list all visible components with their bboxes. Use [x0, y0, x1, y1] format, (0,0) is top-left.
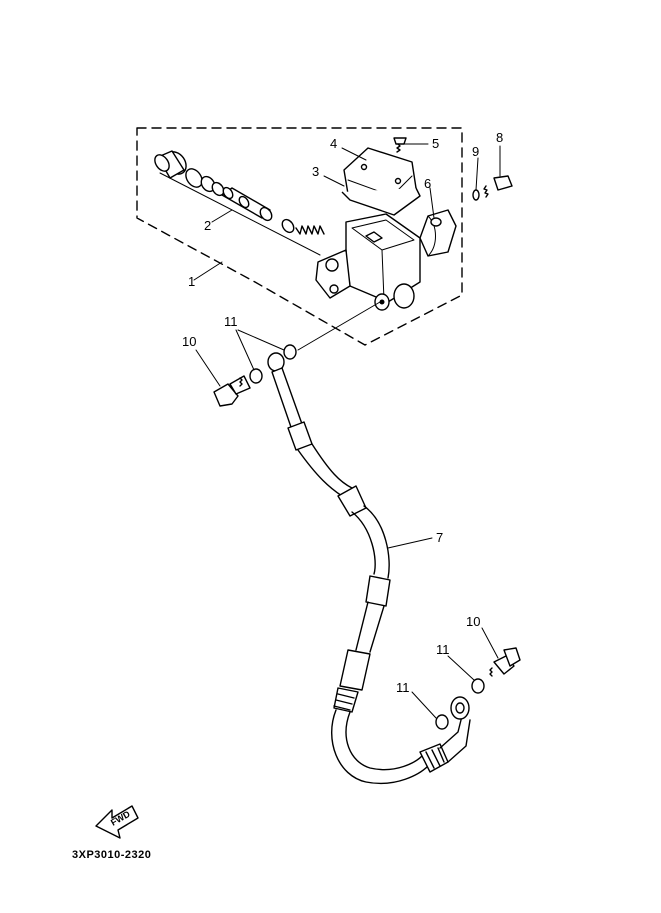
callout-5: 5 — [432, 136, 439, 151]
callout-10-lower: 10 — [466, 614, 480, 629]
washer-9 — [472, 189, 480, 201]
callout-3: 3 — [312, 164, 319, 179]
callout-2: 2 — [204, 218, 211, 233]
union-bolt-lower — [489, 647, 521, 677]
union-bolt-upper — [213, 375, 251, 407]
callout-11-middle: 11 — [436, 642, 450, 657]
master-cylinder-body — [315, 213, 421, 311]
screw-5 — [393, 137, 407, 153]
callout-8: 8 — [496, 130, 503, 145]
piston-kit — [154, 150, 325, 256]
callout-9: 9 — [472, 144, 479, 159]
callout-6: 6 — [424, 176, 431, 191]
callout-11-upper: 11 — [224, 314, 238, 329]
assembly-boundary-dashed — [136, 127, 463, 346]
clamp-6 — [419, 209, 457, 257]
washer-11-lower-b — [471, 678, 485, 694]
washer-11-upper-b — [283, 344, 297, 360]
brake-hose-7 — [267, 352, 471, 785]
callout-4: 4 — [330, 136, 337, 151]
bolt-8 — [483, 175, 513, 198]
part-code: 3XP3010-2320 — [72, 849, 151, 861]
callout-10-upper: 10 — [182, 334, 196, 349]
callout-1: 1 — [188, 274, 195, 289]
reservoir-cap-group — [341, 147, 421, 216]
callout-labels: 1 2 3 4 5 6 7 8 9 10 10 11 11 11 — [182, 130, 503, 695]
washer-11-lower-a — [435, 714, 449, 730]
callout-7: 7 — [436, 530, 443, 545]
callout-11-lower: 11 — [396, 680, 410, 695]
fwd-arrow-icon: FWD — [95, 805, 139, 839]
leader-lines — [193, 143, 501, 719]
washer-11-upper-a — [249, 368, 263, 384]
